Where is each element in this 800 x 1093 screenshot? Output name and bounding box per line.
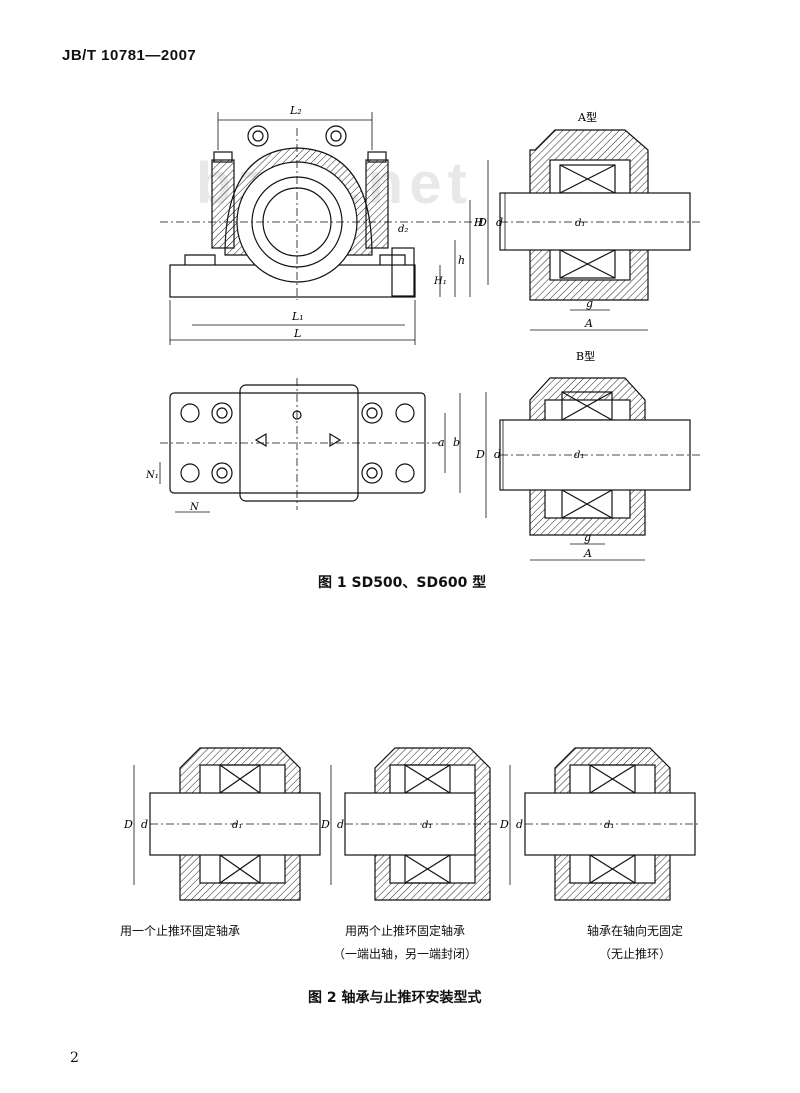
type-b-label: B型 [576, 349, 595, 363]
dim-d-a: d [496, 216, 503, 229]
figure2-panel-1-label-line1: 用一个止推环固定轴承 [119, 924, 240, 938]
dim-L1: L₁ [291, 310, 304, 323]
figure2-panel-3-label: 轴承在轴向无固定 （无止推环） [560, 922, 710, 962]
f2-dim-d-1: d [141, 818, 148, 831]
dim-H: H [473, 216, 484, 229]
front-elevation-view [160, 112, 480, 345]
dim-a: a [438, 436, 445, 449]
dim-H1: H₁ [433, 276, 447, 287]
dim-N1: N₁ [145, 470, 159, 481]
figure2-panel-3-label-line1: 轴承在轴向无固定 [586, 924, 683, 938]
dim-d1-a: d₁ [575, 218, 585, 229]
dim-A-a: A [584, 317, 593, 330]
dim-d-b: d [494, 448, 501, 461]
section-b-view [485, 377, 700, 561]
figure2-panel-2-label: 用两个止推环固定轴承 （一端出轴，另一端封闭） [310, 922, 500, 962]
f2-dim-d-2: d [337, 818, 344, 831]
f2-dim-d1-1: d₁ [232, 820, 242, 831]
figure2-panel-2-label-line2: （一端出轴，另一端封闭） [332, 947, 477, 961]
dim-A-b: A [583, 547, 592, 560]
figure2-panel-2-label-line1: 用两个止推环固定轴承 [344, 924, 465, 938]
dim-D-a: D [477, 216, 487, 229]
plan-view [159, 378, 461, 513]
figure1-caption: 图 1 SD500、SD600 型 [318, 575, 487, 591]
standard-code: JB/T 10781—2007 [62, 47, 197, 64]
figure2-panel-3-label-line2: （无止推环） [598, 947, 671, 961]
figure1-drawing: L₂ L₁ L d₂ H h H₁ A型 D d d₁ g A [145, 104, 700, 561]
figure2-caption: 图 2 轴承与止推环安装型式 [308, 990, 482, 1006]
figure2-panel-1 [133, 747, 321, 901]
dim-N: N [189, 502, 200, 513]
f2-dim-D-2: D [320, 818, 330, 831]
type-a-label: A型 [577, 110, 597, 124]
dim-D-b: D [475, 448, 485, 461]
f2-dim-d-3: d [516, 818, 523, 831]
figure2-panel-1-label: 用一个止推环固定轴承 [100, 922, 260, 939]
dim-L2: L₂ [289, 104, 302, 117]
dim-g-a: g [586, 297, 593, 310]
dim-g-b: g [584, 531, 591, 544]
dim-d2: d₂ [398, 224, 408, 235]
page-number: 2 [70, 1050, 79, 1066]
figure2-panel-2 [330, 747, 500, 901]
section-a-view [487, 129, 700, 331]
figure2-panel-3 [509, 747, 700, 901]
figure2-drawing: D d d₁ D d d₁ D d d₁ [123, 747, 700, 901]
dim-b: b [453, 436, 460, 449]
dim-d1-b: d₁ [574, 450, 584, 461]
f2-dim-D-1: D [123, 818, 133, 831]
f2-dim-D-3: D [499, 818, 509, 831]
f2-dim-d1-2: d₁ [422, 820, 432, 831]
dim-h: h [458, 254, 465, 267]
dim-L: L [293, 327, 301, 340]
f2-dim-d1-3: d₁ [604, 820, 614, 831]
